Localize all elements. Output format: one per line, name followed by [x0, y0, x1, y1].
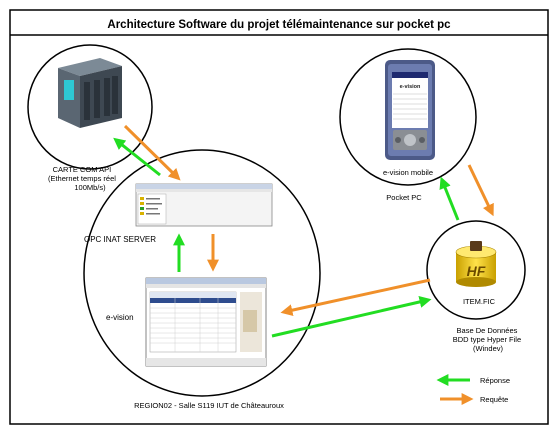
database-circle — [426, 220, 526, 320]
legend: Réponse Requête — [436, 374, 510, 405]
request-arrow-pocket-to-db — [467, 164, 494, 217]
legend-request-label: Requête — [480, 395, 508, 404]
hyperfile-database-icon: HF — [455, 241, 497, 287]
pocket-pc-device-label: Pocket PC — [386, 193, 422, 202]
database-caption-line-2: BDD type Hyper File — [453, 335, 521, 344]
diagram-title: Architecture Software du projet télémain… — [107, 19, 451, 31]
plc-module-image — [58, 58, 122, 128]
database-file-label: ITEM.FIC — [463, 297, 496, 306]
legend-response-label: Réponse — [480, 376, 510, 385]
request-arrow-db-to-evision — [280, 278, 431, 317]
database-caption: Base De Données BDD type Hyper File (Win… — [453, 326, 523, 353]
api-card-label-line-3: 100Mb/s) — [74, 183, 106, 192]
response-arrow-db-to-pocket — [439, 176, 460, 221]
response-arrow-opc-to-api — [113, 137, 161, 177]
database-caption-line-3: (Windev) — [473, 344, 504, 353]
pocket-pc-circle — [339, 48, 477, 186]
pocket-pc-device: e-vision — [385, 60, 435, 160]
opc-server-label: OPC INAT SERVER — [84, 235, 156, 244]
opc-server-window — [135, 183, 273, 227]
server-region-caption: REGION02 - Salle S119 IUT de Châteauroux — [134, 401, 284, 410]
evision-app-window — [145, 277, 267, 367]
api-card-label: CARTE COM API (Ethernet temps réel 100Mb… — [48, 165, 118, 192]
pocket-pc-app-label: e-vision mobile — [383, 168, 433, 177]
api-card-label-line-1: CARTE COM API — [53, 165, 112, 174]
pocket-pc-screen-title: e-vision — [400, 84, 421, 90]
database-caption-line-1: Base De Données — [457, 326, 518, 335]
hyperfile-icon-text: HF — [467, 263, 486, 279]
api-card-label-line-2: (Ethernet temps réel — [48, 174, 116, 183]
request-arrow-api-to-opc — [123, 124, 181, 181]
response-arrow-evision-to-db — [271, 296, 432, 338]
api-card-circle — [27, 44, 153, 170]
evision-label: e-vision — [106, 313, 134, 322]
server-region-circle — [83, 149, 321, 397]
